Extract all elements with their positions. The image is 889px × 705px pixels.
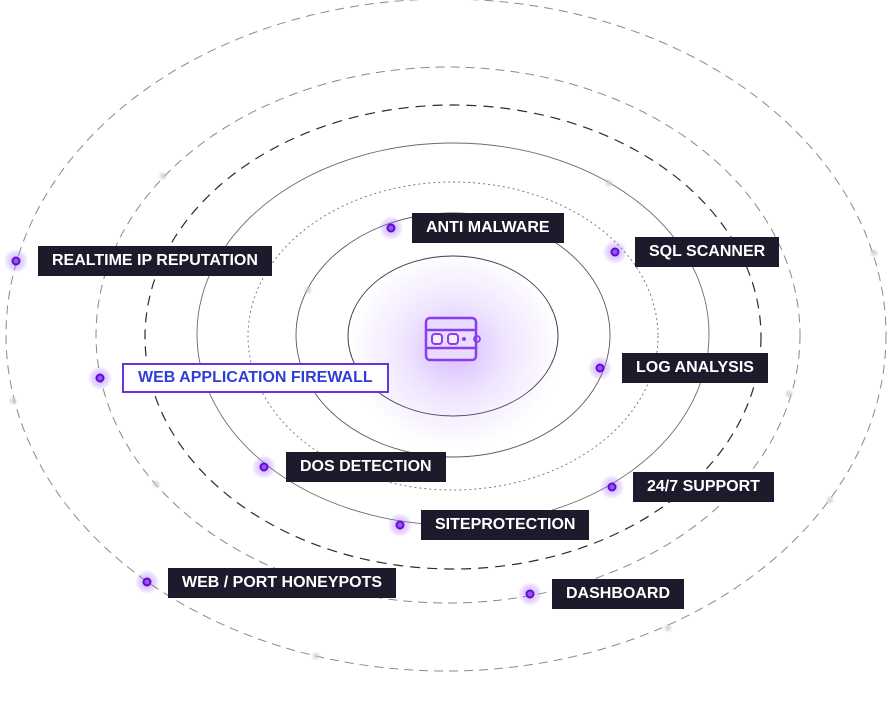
node-dot-sql-scanner (603, 240, 627, 264)
label-dos-detection: DOS DETECTION (286, 452, 446, 482)
node-dot-web-application-firewall (88, 366, 112, 390)
label-24-7-support: 24/7 SUPPORT (633, 472, 774, 502)
node-dot-web-port-honeypots (135, 570, 159, 594)
node-dot-dos-detection (252, 455, 276, 479)
orbit-dot (311, 651, 321, 661)
orbit-ring-outer (5, 0, 887, 672)
label-sql-scanner: SQL SCANNER (635, 237, 780, 267)
orbit-dot (151, 479, 161, 489)
firewall-browser-icon (422, 316, 482, 369)
node-dot-dashboard (518, 582, 542, 606)
label-siteprotection: SITEPROTECTION (421, 510, 590, 540)
label-web-application-firewall[interactable]: WEB APPLICATION FIREWALL (122, 363, 389, 393)
orbit-dot (663, 623, 673, 633)
node-dot-24-7-support (600, 475, 624, 499)
orbit-dot (604, 178, 614, 188)
orbit-ring-2 (95, 66, 801, 604)
label-web-port-honeypots: WEB / PORT HONEYPOTS (168, 568, 397, 598)
label-realtime-ip-reputation: REALTIME IP REPUTATION (38, 246, 272, 276)
node-dot-anti-malware (379, 216, 403, 240)
node-dot-realtime-ip-reputation (4, 249, 28, 273)
orbit-dot (784, 389, 794, 399)
orbit-ring-5 (247, 181, 659, 491)
orbit-dot (303, 285, 313, 295)
label-log-analysis: LOG ANALYSIS (622, 353, 768, 383)
orbit-dot (869, 248, 879, 258)
orbit-dot (8, 396, 18, 406)
orbit-dot (158, 171, 168, 181)
node-dot-log-analysis (588, 356, 612, 380)
node-dot-siteprotection (388, 513, 412, 537)
label-dashboard: DASHBOARD (552, 579, 684, 609)
label-anti-malware: ANTI MALWARE (412, 213, 564, 243)
orbit-ring-3 (144, 104, 762, 570)
orbit-dot (825, 495, 835, 505)
